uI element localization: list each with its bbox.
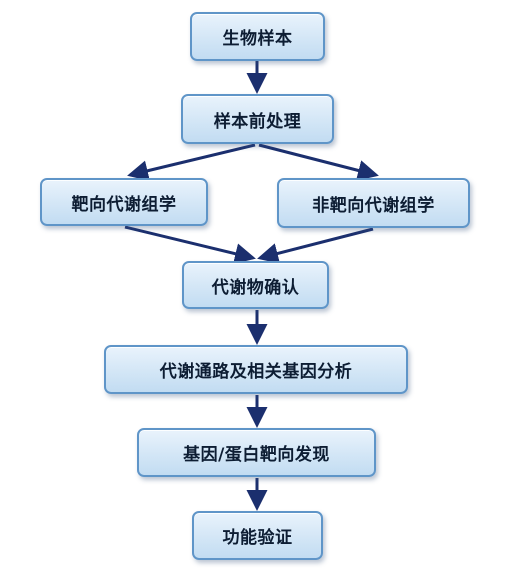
node-label: 功能验证 xyxy=(222,528,293,548)
node-functional-validation: 功能验证 xyxy=(192,511,323,560)
node-label: 靶向代谢组学 xyxy=(71,194,177,215)
node-biological-sample: 生物样本 xyxy=(190,12,325,61)
node-label: 样本前处理 xyxy=(213,111,302,132)
node-label: 生物样本 xyxy=(222,29,293,49)
node-label: 代谢物确认 xyxy=(211,277,300,298)
node-label: 基因/蛋白靶向发现 xyxy=(183,445,330,465)
arrow-untargeted-to-identification xyxy=(257,227,374,264)
arrow-targeted-to-identification xyxy=(124,225,256,264)
node-metabolite-identification: 代谢物确认 xyxy=(182,261,329,309)
node-untargeted-metabolomics: 非靶向代谢组学 xyxy=(277,178,470,228)
node-sample-preprocessing: 样本前处理 xyxy=(181,94,334,144)
arrow-preprocessing-to-targeted xyxy=(127,143,256,182)
node-label: 代谢通路及相关基因分析 xyxy=(159,362,353,382)
node-label: 非靶向代谢组学 xyxy=(312,195,435,216)
node-gene-protein-target-discovery: 基因/蛋白靶向发现 xyxy=(137,428,376,477)
arrow-preprocessing-to-untargeted xyxy=(258,143,379,181)
node-pathway-gene-analysis: 代谢通路及相关基因分析 xyxy=(104,345,408,394)
node-targeted-metabolomics: 靶向代谢组学 xyxy=(40,178,208,226)
